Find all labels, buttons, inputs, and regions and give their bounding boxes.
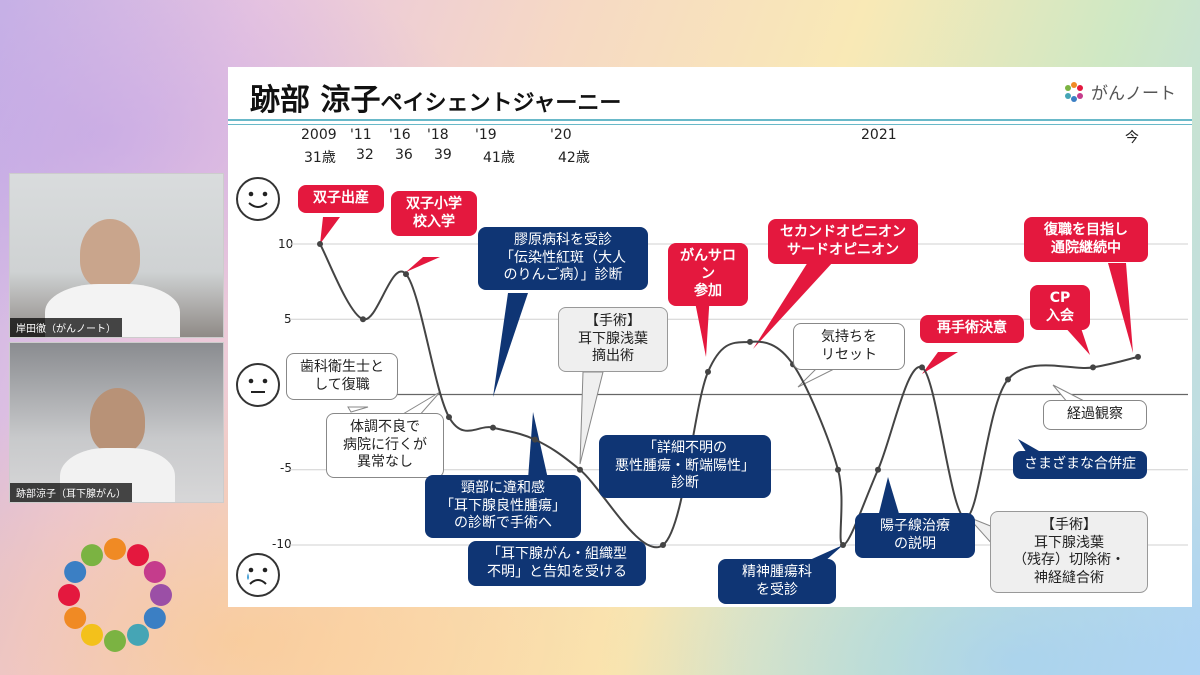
journey-point — [875, 466, 881, 473]
year-label: 2021 — [861, 127, 897, 143]
note-twins-school: 双子小学 校入学 — [391, 191, 477, 236]
brand-ring-icon — [1065, 81, 1083, 102]
note-pointer — [347, 406, 369, 413]
y-tick-label: -5 — [280, 461, 292, 475]
journey-point — [660, 542, 666, 548]
logo-dot — [64, 607, 87, 629]
participant-guest-silhouette — [90, 388, 145, 453]
title-rule-thin — [228, 124, 1192, 125]
year-label: 2009 — [301, 127, 337, 143]
journey-point — [919, 364, 925, 371]
year-label: '19 — [475, 127, 497, 143]
y-tick-label: 5 — [284, 312, 292, 326]
logo-dot — [81, 544, 103, 567]
age-label: 39 — [434, 147, 452, 163]
note-pointer — [493, 293, 528, 397]
journey-point — [747, 338, 753, 345]
note-pointer — [579, 371, 604, 465]
participant-name: 岸田徹（がんノート） — [10, 318, 122, 337]
journey-point — [490, 424, 496, 431]
age-label: 32 — [356, 147, 374, 163]
logo-dot — [143, 607, 166, 629]
logo-dot — [104, 630, 126, 652]
note-dental-return: 歯科衛生士と して復職 — [286, 353, 398, 400]
year-label: 今 — [1125, 130, 1139, 146]
note-pointer — [406, 257, 440, 272]
logo-dot — [127, 623, 149, 646]
age-label: 42歳 — [558, 150, 590, 166]
journey-point — [446, 414, 452, 421]
note-cancer-salon: がんサロン 参加 — [668, 243, 748, 306]
note-pointer — [922, 352, 958, 374]
note-malignant-diagnosis: 「詳細不明の 悪性腫瘍・断端陽性」 診断 — [599, 435, 771, 498]
journey-point — [1090, 364, 1096, 371]
logo-dot — [143, 561, 166, 583]
logo-dot — [150, 584, 172, 606]
note-pointer — [803, 545, 843, 563]
journey-point — [577, 466, 583, 473]
note-unwell-hospital: 体調不良で 病院に行くが 異常なし — [326, 413, 444, 478]
journey-point — [1005, 376, 1011, 383]
note-second-opinion: セカンドオピニオン サードオピニオン — [768, 219, 918, 264]
neutral-face-icon — [236, 363, 280, 407]
journey-point — [1135, 353, 1141, 360]
note-surgery-second: 【手術】 耳下腺浅葉 （残存）切除術・ 神経縫合術 — [990, 511, 1148, 593]
presentation-slide: 跡部 涼子ペイシェントジャーニー がんノート 2009 31歳 '11 32 '… — [228, 67, 1192, 607]
note-psycho-oncology: 精神腫瘍科 を受診 — [718, 559, 836, 604]
year-label: '11 — [350, 127, 372, 143]
title-sub: ペイシェントジャーニー — [380, 91, 622, 116]
note-pointer — [528, 412, 548, 479]
title-rule — [228, 119, 1192, 121]
year-label: '20 — [550, 127, 572, 143]
note-reset-feelings: 気持ちを リセット — [793, 323, 905, 370]
note-cancer-notice: 「耳下腺がん・組織型 不明」と告知を受ける — [468, 541, 646, 586]
note-reoperation-decision: 再手術決意 — [920, 315, 1024, 343]
note-pointer — [320, 217, 340, 244]
video-tile-guest[interactable]: 跡部涼子（耳下腺がん） — [9, 342, 224, 503]
gannote-logo-ring — [58, 538, 172, 652]
y-tick-label: -10 — [272, 537, 292, 551]
note-cp-join: CP 入会 — [1030, 285, 1090, 330]
journey-point — [840, 542, 846, 548]
note-return-work: 復職を目指し 通院継続中 — [1024, 217, 1148, 262]
note-surgery-first: 【手術】 耳下腺浅葉 摘出術 — [558, 307, 668, 372]
title-name: 跡部 涼子 — [250, 83, 381, 118]
journey-point — [360, 316, 366, 323]
logo-dot — [104, 538, 126, 560]
note-pointer — [878, 477, 900, 517]
happy-face-icon — [236, 177, 280, 221]
note-pointer — [1063, 325, 1090, 355]
note-complications: さまざまな合併症 — [1013, 451, 1147, 479]
note-pointer — [693, 292, 710, 357]
note-twins-birth: 双子出産 — [298, 185, 384, 213]
logo-dot — [81, 623, 103, 646]
year-label: '18 — [427, 127, 449, 143]
logo-dot — [64, 561, 87, 583]
participant-name: 跡部涼子（耳下腺がん） — [10, 483, 132, 502]
age-label: 31歳 — [304, 150, 336, 166]
journey-point — [317, 241, 323, 247]
video-tile-host[interactable]: 岸田徹（がんノート） — [9, 173, 224, 338]
logo-dot — [127, 544, 149, 567]
logo-dot — [58, 584, 80, 606]
journey-point — [403, 271, 409, 278]
age-label: 41歳 — [483, 150, 515, 166]
slide-title: 跡部 涼子ペイシェントジャーニー — [250, 75, 621, 119]
journey-point — [705, 368, 711, 375]
journey-point — [532, 436, 538, 443]
note-neck-discomfort: 頸部に違和感 「耳下腺良性腫瘍」 の診断で手術へ — [425, 475, 581, 538]
y-tick-label: 10 — [278, 237, 294, 251]
journey-point — [835, 466, 841, 473]
note-collagen-diagnosis: 膠原病科を受診 「伝染性紅斑（大人 のりんご病）」診断 — [478, 227, 648, 290]
note-follow-up: 経過観察 — [1043, 400, 1147, 430]
sad-face-icon — [236, 553, 280, 597]
age-label: 36 — [395, 147, 413, 163]
note-pointer — [753, 262, 833, 349]
brand-text: がんノート — [1091, 84, 1176, 104]
note-proton-therapy: 陽子線治療 の説明 — [855, 513, 975, 558]
year-label: '16 — [389, 127, 411, 143]
participant-host-silhouette — [80, 219, 140, 289]
note-pointer — [1108, 263, 1133, 353]
brand-logo: がんノート — [1063, 79, 1176, 104]
